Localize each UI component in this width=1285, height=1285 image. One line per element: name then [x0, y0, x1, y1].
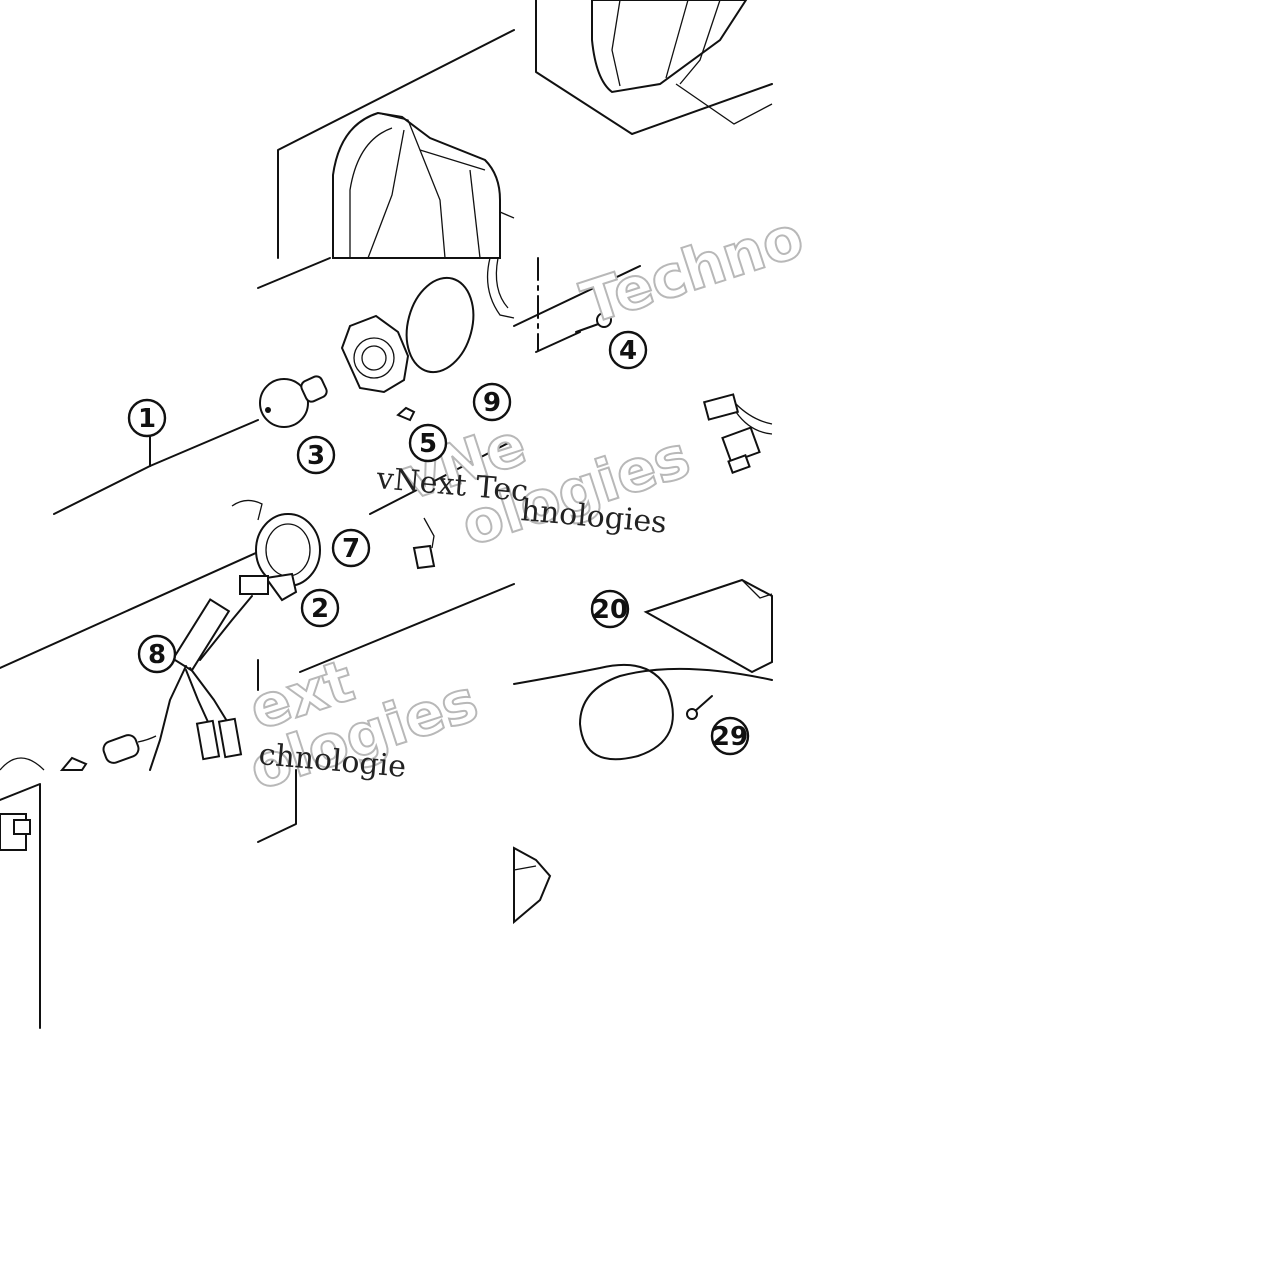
svg-text:7: 7 — [342, 534, 360, 564]
callout-3: 3 — [296, 435, 336, 475]
small-bulb-icon — [102, 734, 157, 764]
svg-text:29: 29 — [712, 722, 748, 752]
connector-icon — [702, 393, 773, 474]
gasket-icon — [405, 276, 475, 374]
reflector-sheet-icon — [643, 578, 773, 674]
socket-ring-icon — [340, 314, 410, 394]
svg-text:8: 8 — [148, 640, 166, 670]
svg-text:9: 9 — [483, 388, 501, 418]
terminal-icon — [412, 544, 436, 570]
callout-8: 8 — [137, 634, 177, 674]
tile-lamp-housing — [277, 29, 515, 259]
svg-text:2: 2 — [311, 594, 329, 624]
tile-wiring-harness — [0, 499, 515, 843]
svg-text:20: 20 — [592, 595, 628, 625]
svg-text:1: 1 — [138, 404, 156, 434]
screw-29-icon — [686, 695, 713, 720]
svg-text:4: 4 — [619, 336, 637, 366]
tile-cover — [535, 0, 773, 135]
socket-body-icon — [231, 499, 321, 602]
screw-icon — [575, 312, 612, 333]
callout-5: 5 — [408, 423, 448, 463]
bulb-icon — [259, 375, 328, 428]
tile-reflector-cable — [513, 578, 773, 925]
tile-screw-connector — [513, 257, 773, 474]
callout-2: 2 — [300, 588, 340, 628]
clip-icon — [396, 406, 416, 422]
tile-bracket — [0, 783, 41, 1029]
callout-29: 29 — [710, 716, 750, 756]
svg-text:Techno: Techno — [573, 202, 811, 337]
watermark: Techno vNe ext ologies ologies vNext Tec… — [240, 201, 812, 804]
callout-7: 7 — [331, 528, 371, 568]
svg-text:3: 3 — [307, 441, 325, 471]
callout-4: 4 — [608, 330, 648, 370]
tile-left-frame — [0, 435, 259, 669]
svg-text:5: 5 — [419, 429, 437, 459]
callout-9: 9 — [472, 382, 512, 422]
tile-bulb-assembly — [149, 257, 515, 515]
callout-1: 1 — [127, 398, 167, 438]
callout-20: 20 — [590, 589, 630, 629]
